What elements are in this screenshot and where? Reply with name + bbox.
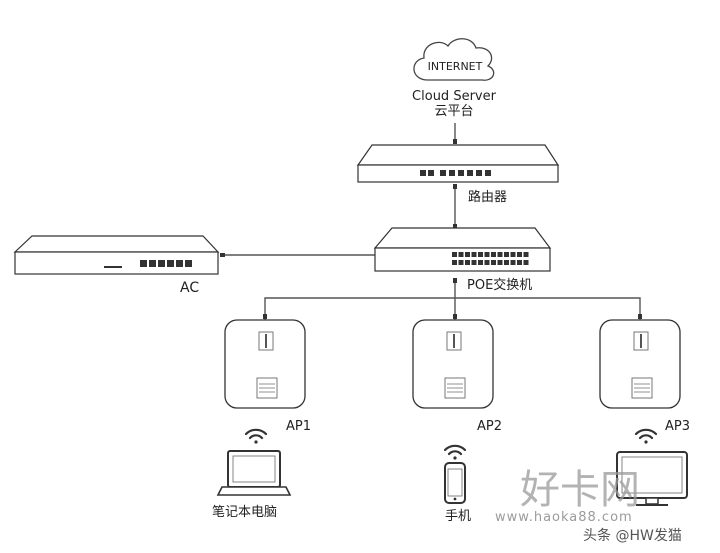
switch-port bbox=[484, 252, 490, 257]
switch-port bbox=[510, 260, 516, 265]
watermark-author: 头条 @HW发猫 bbox=[583, 527, 682, 544]
ap1-label: AP1 bbox=[286, 419, 311, 434]
watermark-url: www.haoka88.com bbox=[495, 510, 633, 525]
cloud-label-cn: 云平台 bbox=[434, 104, 473, 119]
switch-port bbox=[452, 260, 457, 265]
ap1-device: AP1 bbox=[224, 319, 311, 434]
watermark: 好卡网 www.haoka88.com 头条 @HW发猫 bbox=[495, 467, 682, 544]
switch-ports bbox=[452, 252, 529, 265]
switch-port bbox=[458, 252, 464, 257]
switch-port bbox=[497, 260, 503, 265]
switch-port bbox=[465, 252, 470, 257]
switch-port bbox=[471, 260, 477, 265]
switch-port bbox=[478, 252, 483, 257]
wifi-icon bbox=[634, 428, 658, 444]
switch-port bbox=[517, 260, 522, 265]
switch-port bbox=[484, 260, 490, 265]
switch-port bbox=[478, 260, 483, 265]
poe-switch-device: POE交换机 bbox=[373, 227, 552, 293]
switch-port bbox=[497, 252, 503, 257]
cloud-icon bbox=[413, 38, 495, 81]
ap2-label: AP2 bbox=[477, 419, 502, 434]
phone-label: 手机 bbox=[445, 509, 471, 524]
switch-port bbox=[491, 260, 496, 265]
cloud-label-en: Cloud Server bbox=[412, 89, 497, 104]
cloud-internet: INTERNET Cloud Server 云平台 bbox=[412, 38, 497, 119]
switch-port bbox=[504, 260, 509, 265]
cloud-text: INTERNET bbox=[428, 60, 483, 73]
phone-device: 手机 bbox=[444, 462, 471, 524]
laptop-device: 笔记本电脑 bbox=[212, 450, 292, 520]
monitor-device bbox=[616, 451, 688, 506]
connector-dots bbox=[220, 139, 642, 319]
switch-port bbox=[458, 260, 464, 265]
switch-port bbox=[517, 252, 522, 257]
ap2-device: AP2 bbox=[412, 319, 502, 434]
wifi-icon bbox=[244, 428, 268, 444]
link-ap-bus bbox=[264, 297, 641, 320]
watermark-logo-text: 好卡网 bbox=[520, 467, 640, 513]
ap3-device: AP3 bbox=[599, 319, 690, 434]
switch-port bbox=[523, 252, 529, 257]
laptop-label: 笔记本电脑 bbox=[212, 504, 277, 520]
switch-port bbox=[523, 260, 529, 265]
ap3-label: AP3 bbox=[665, 419, 690, 434]
switch-port bbox=[465, 260, 470, 265]
ac-device: AC bbox=[13, 235, 220, 296]
switch-port bbox=[491, 252, 496, 257]
router-device: 路由器 bbox=[356, 144, 560, 205]
router-label: 路由器 bbox=[468, 189, 507, 205]
switch-port bbox=[452, 252, 457, 257]
switch-port bbox=[504, 252, 509, 257]
switch-port bbox=[471, 252, 477, 257]
wifi-icon bbox=[443, 444, 467, 460]
switch-port bbox=[510, 252, 516, 257]
switch-label: POE交换机 bbox=[467, 277, 532, 293]
ac-label: AC bbox=[180, 280, 199, 296]
